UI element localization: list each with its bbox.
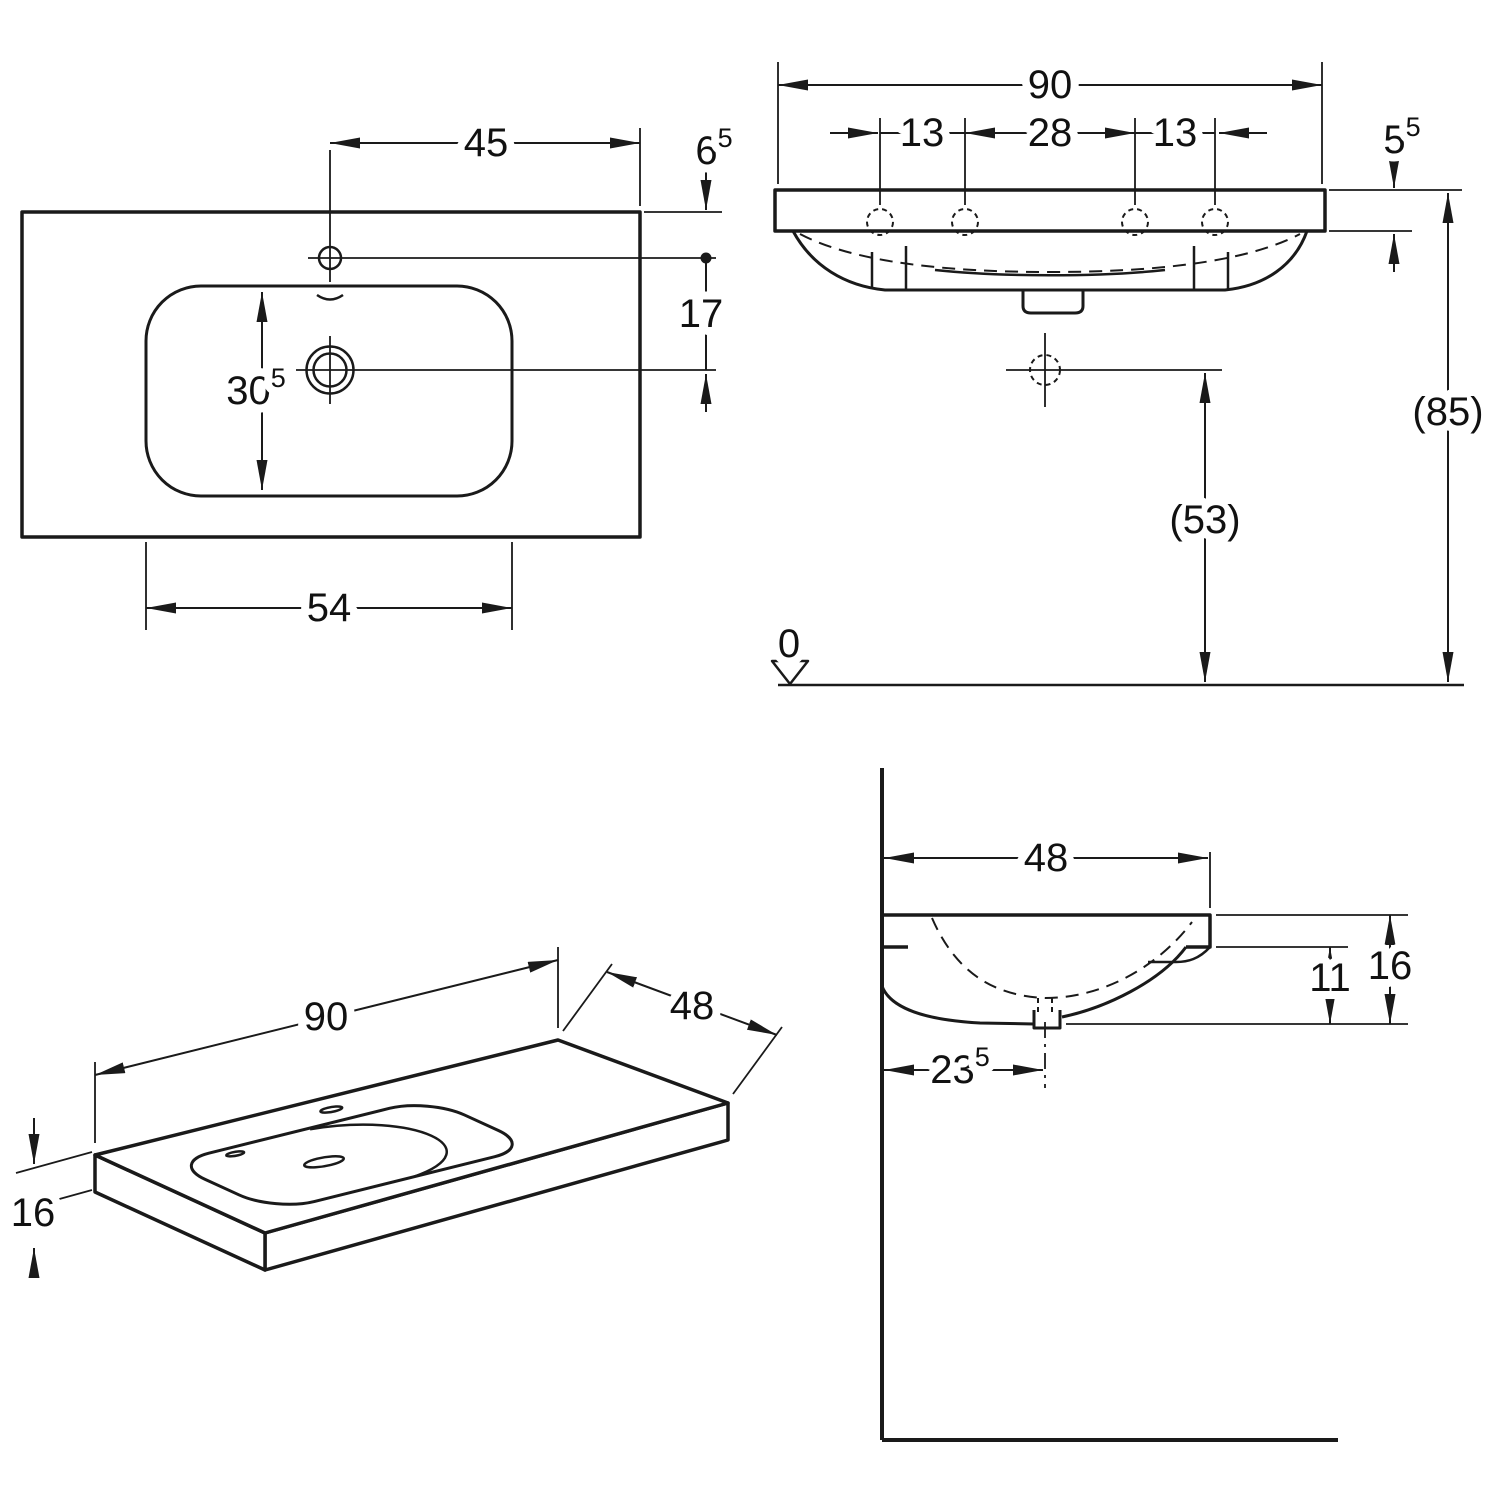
plan-view: 45 54 305 65 17	[20, 113, 741, 638]
dim-dot-reference	[700, 252, 712, 264]
hidden-hole-1	[866, 208, 894, 236]
extension-and-center-lines-plan	[145, 128, 722, 630]
drain-boss-side	[1032, 1010, 1062, 1030]
iso-bowl-outline	[169, 1099, 534, 1212]
iso-drain-hole	[299, 1154, 350, 1169]
dim-label-16-iso: 16	[11, 1191, 56, 1235]
extension-lines-side	[1066, 852, 1408, 1025]
hidden-drain-side	[1037, 998, 1053, 1016]
dim-label-85: (85)	[1412, 390, 1483, 434]
hidden-hole-4	[1201, 208, 1229, 236]
basin-underside-front	[791, 230, 1309, 292]
underside-left-side	[880, 985, 1035, 1026]
datum-zero-label: 0	[778, 622, 800, 666]
iso-bowl-slope	[310, 1112, 483, 1177]
dim-label-53: (53)	[1169, 498, 1240, 542]
iso-tap-hole	[317, 1105, 345, 1113]
iso-top-face	[93, 1038, 730, 1235]
dim-line-90-iso	[94, 959, 559, 1076]
overflow-slot-plan	[316, 293, 344, 301]
iso-bowl-group	[147, 1088, 534, 1211]
hidden-hole-3	[1121, 208, 1149, 236]
dim-label-13-left: 13	[900, 111, 945, 155]
hidden-hole-2	[951, 208, 979, 236]
dim-label-90-front: 90	[1028, 63, 1073, 107]
drain-boss-front	[1021, 290, 1085, 315]
mounting-brackets-front	[870, 246, 1230, 289]
dim-label-90-iso: 90	[304, 995, 349, 1039]
hidden-bowl-side	[931, 917, 1193, 999]
iso-overflow-hole	[224, 1150, 247, 1157]
dim-label-13-right: 13	[1153, 111, 1198, 155]
isometric-view: 90 48 16	[11, 947, 782, 1278]
dim-label-48-iso: 48	[670, 984, 715, 1028]
datum-triangle	[770, 659, 810, 686]
dim-label-16-side: 16	[1368, 944, 1413, 988]
dim-line-48-iso	[606, 971, 778, 1036]
dim-label-48-side: 48	[1024, 836, 1069, 880]
dim-label-23-5-side: 235	[930, 1042, 990, 1092]
underside-shelf-front	[934, 268, 1166, 277]
basin-outline-plan	[20, 210, 642, 539]
bowl-outline-plan	[144, 284, 514, 498]
hidden-bowl-front	[799, 233, 1301, 273]
extension-and-center-lines-front	[777, 62, 1462, 407]
extension-lines-iso	[15, 947, 783, 1212]
dim-label-54: 54	[307, 586, 352, 630]
dim-label-5-5: 55	[1383, 112, 1420, 162]
dim-label-17: 17	[679, 292, 724, 336]
basin-slab-front	[773, 188, 1327, 233]
dim-label-28: 28	[1028, 111, 1073, 155]
dim-label-11-side: 11	[1309, 956, 1351, 1000]
dim-label-45: 45	[464, 121, 509, 165]
front-view: 90 13 28 13 55 (85) (53) 0	[770, 55, 1492, 687]
side-view: 48 16 11 235	[880, 768, 1420, 1442]
slab-profile-side	[882, 913, 1212, 949]
front-lip-side	[1148, 946, 1211, 964]
dim-label-6-5: 65	[695, 123, 732, 173]
underside-right-side	[1061, 946, 1188, 1019]
